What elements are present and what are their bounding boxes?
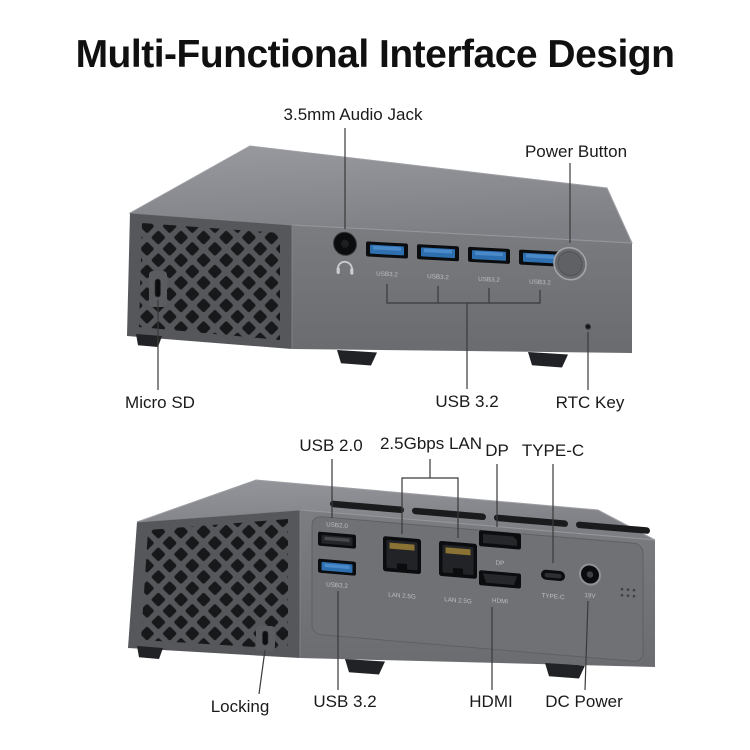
callout-hdmi: HDMI	[469, 692, 513, 711]
callout-usb32-front: USB 3.2	[435, 392, 499, 411]
usb-stack: USB2.0 USB3.2	[318, 521, 356, 590]
port-label: LAN 2.5G	[444, 596, 472, 605]
leader-lines	[157, 128, 589, 695]
micro-sd-slot	[154, 278, 161, 298]
callout-lan: 2.5Gbps LAN	[379, 434, 483, 453]
callout-usb32-rear: USB 3.2	[313, 692, 377, 711]
usb-port-3: USB3.2	[468, 246, 510, 284]
mini-pc-rear-view: USB2.0 USB3.2	[128, 479, 656, 679]
kensington-lock-slot	[262, 630, 269, 646]
dp-port	[479, 530, 521, 550]
foot	[137, 646, 163, 659]
callout-audio-jack: 3.5mm Audio Jack	[283, 105, 423, 124]
hdmi-port	[479, 570, 521, 589]
port-label: USB3.2	[529, 279, 551, 287]
lan-port-1: LAN 2.5G	[383, 536, 421, 601]
port-label: LAN 2.5G	[388, 591, 416, 600]
leader-dc-power	[584, 600, 589, 691]
callout-usb20: USB 2.0	[299, 436, 363, 455]
leader-locking	[258, 649, 266, 695]
port-label: USB3.2	[326, 581, 348, 590]
usb-port-1: USB3.2	[366, 241, 408, 279]
leader-lan	[401, 459, 459, 538]
foot	[345, 659, 385, 675]
rtc-pinhole	[584, 323, 592, 330]
vent-grille	[139, 223, 280, 340]
callout-micro-sd: Micro SD	[125, 393, 195, 412]
usb32-port	[318, 558, 356, 576]
foot	[136, 334, 162, 347]
foot	[545, 663, 585, 679]
port-label: HDMI	[492, 597, 508, 605]
dp-hdmi-stack: DP HDMI	[479, 530, 521, 606]
port-label: USB3.2	[376, 270, 398, 278]
usb-port-2: USB3.2	[417, 244, 459, 281]
vent-grille	[141, 519, 288, 649]
foot	[528, 352, 568, 368]
callout-dp: DP	[485, 441, 509, 460]
port-label: 19V	[584, 592, 596, 600]
leader-usb32-front	[386, 284, 541, 389]
callout-dc-power: DC Power	[545, 692, 623, 711]
mini-pc-front-view: USB3.2 USB3.2 USB3.2	[127, 145, 633, 368]
vent-dots	[620, 587, 636, 598]
callout-power-button: Power Button	[524, 142, 628, 161]
usb20-port	[318, 531, 356, 549]
port-label: USB3.2	[478, 276, 500, 284]
port-label: USB3.2	[427, 273, 449, 281]
lan-port-2: LAN 2.5G	[439, 540, 477, 606]
top-vent-slots	[330, 500, 650, 534]
callout-locking: Locking	[210, 697, 270, 716]
rear-panel-details: USB2.0 USB3.2	[311, 500, 650, 662]
foot	[337, 350, 377, 366]
port-label: USB2.0	[326, 521, 348, 530]
dc-power-jack: 19V	[579, 563, 601, 600]
type-c-port: TYPE-C	[541, 569, 565, 601]
usb-port-4: USB3.2	[519, 249, 561, 287]
port-label: TYPE-C	[541, 592, 565, 601]
callout-type-c: TYPE-C	[521, 441, 585, 460]
front-panel-details: USB3.2 USB3.2 USB3.2	[333, 231, 592, 330]
port-label: DP	[496, 560, 505, 568]
callout-rtc-key: RTC Key	[555, 393, 625, 412]
page-title: Multi-Functional Interface Design	[75, 33, 675, 76]
headphone-icon	[336, 260, 354, 275]
